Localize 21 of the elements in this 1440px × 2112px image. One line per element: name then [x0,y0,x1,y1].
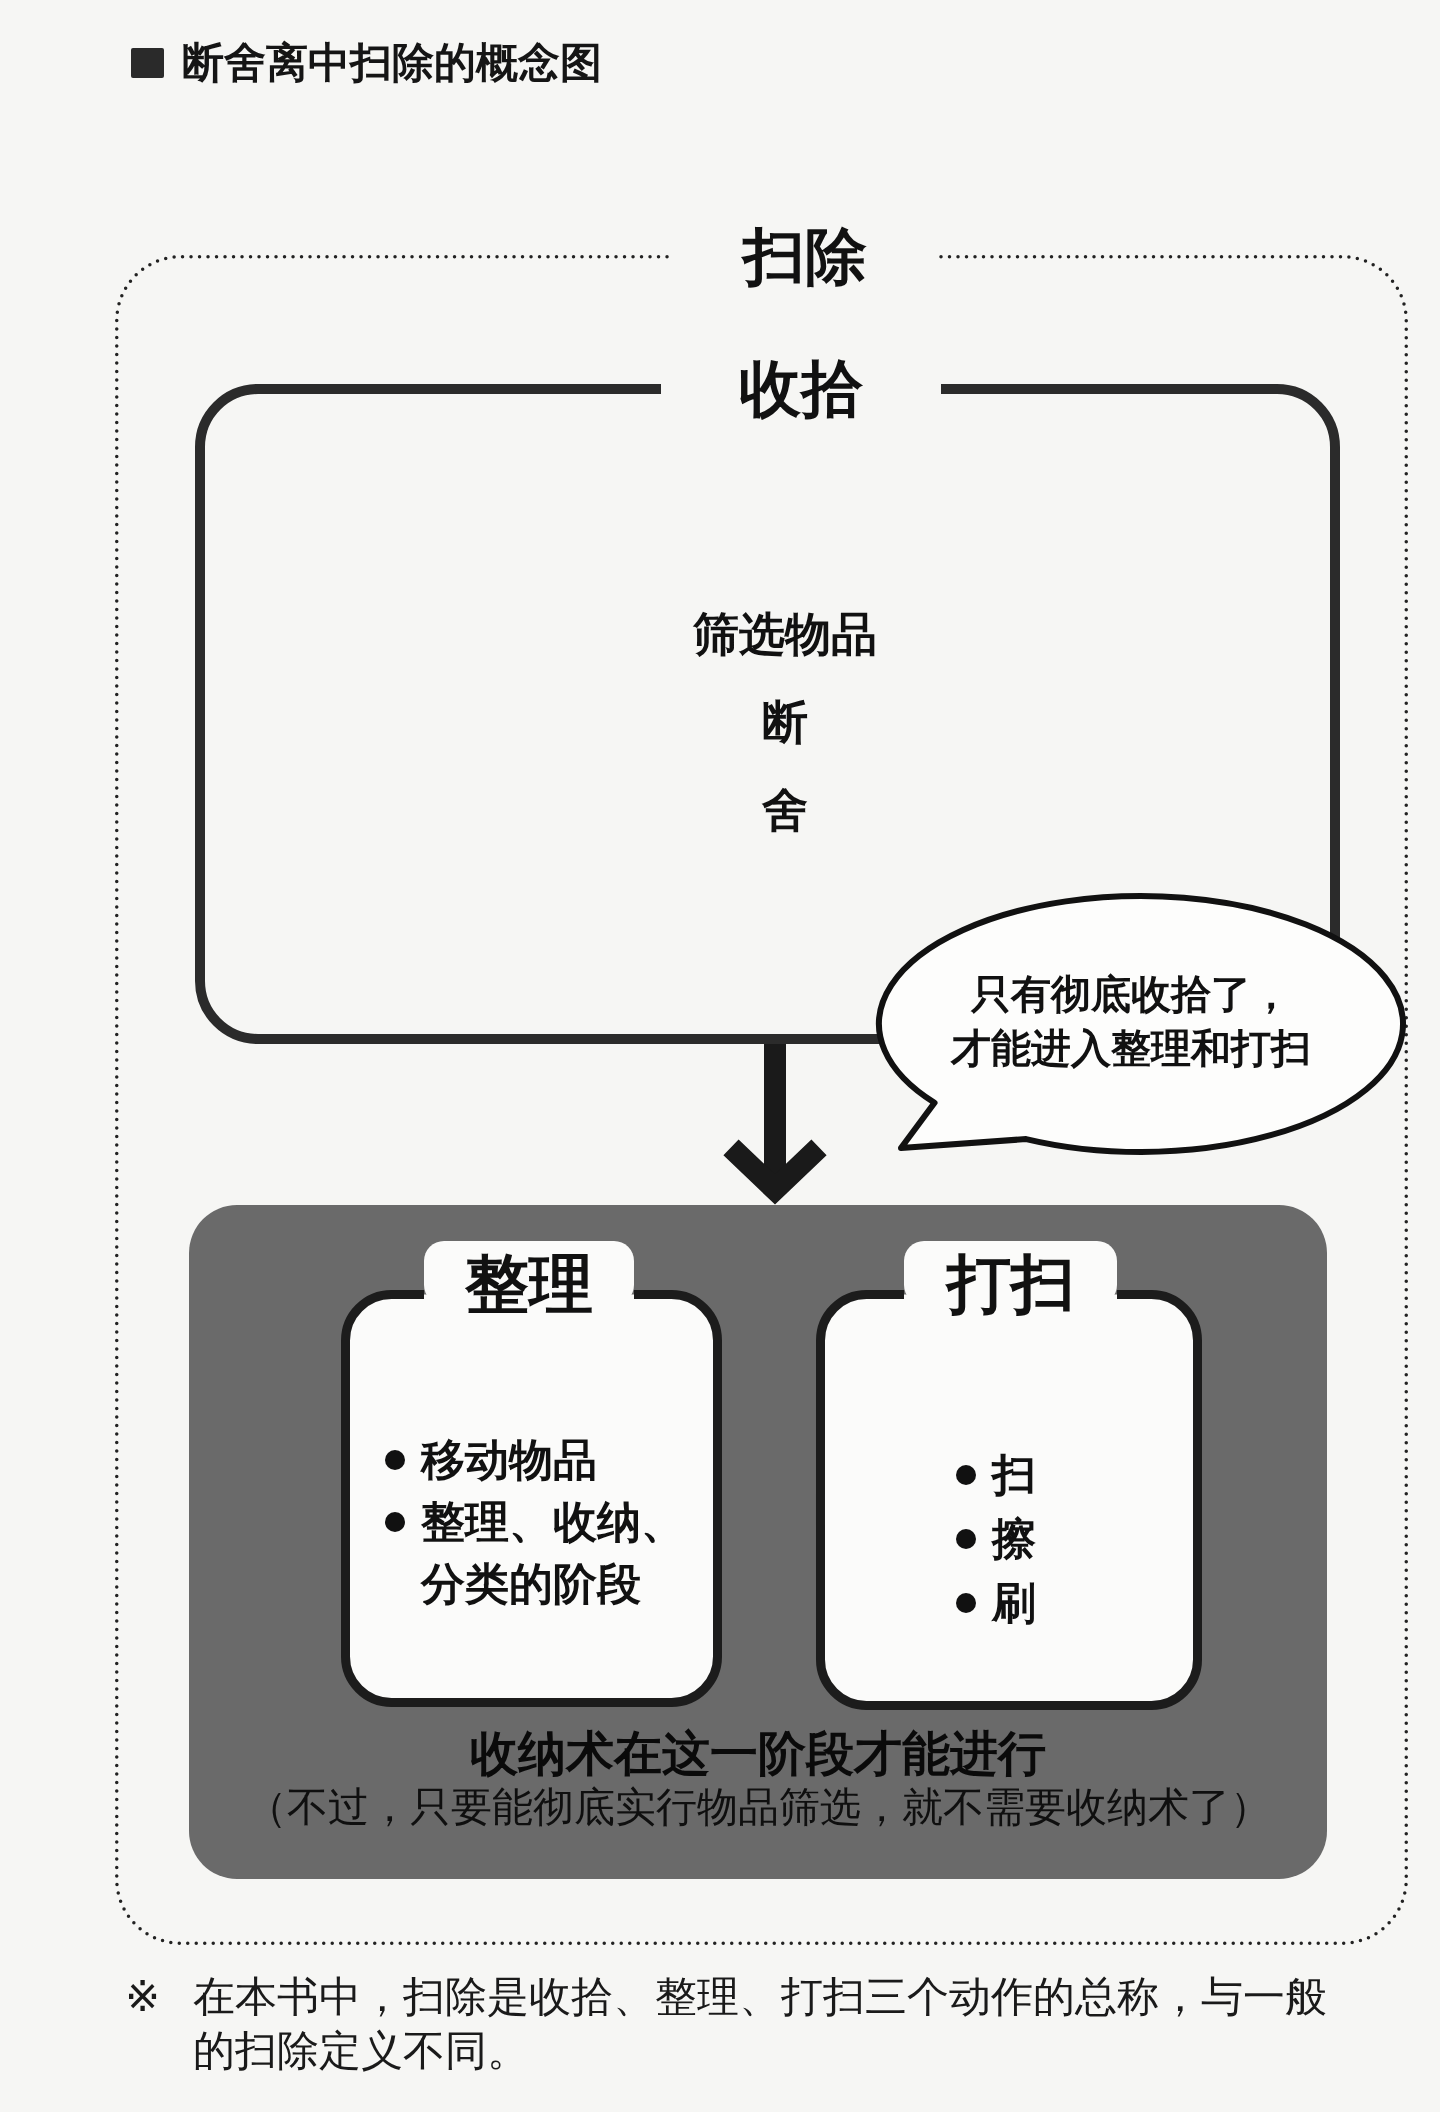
aside-note: （不过，只要能彻底实行物品筛选，就不需要收纳术了） [245,1782,1271,1832]
tabbed-card [816,1241,1202,1710]
page-title: 断舍离中扫除的概念图 [182,38,602,88]
frame-heading: 扫除 [743,219,867,295]
footnote-text: 在本书中，扫除是收拾、整理、打扫三个动作的总称，与一般的扫除定义不同。 [193,1971,1328,2077]
list-item: 刷 [992,1576,1036,1630]
list-item: 整理、收纳、分类的阶段 [421,1495,686,1611]
reference-mark: ※ [125,1971,161,2023]
list-item: 移动物品 [421,1433,598,1487]
list-item: 擦 [992,1512,1036,1566]
list-item: 扫 [992,1448,1036,1502]
frame-heading: 收拾 [739,351,863,427]
dark-panel [189,1205,1327,1879]
body-text: 舍 [762,782,808,838]
card-heading: 打扫 [946,1247,1075,1321]
card-heading: 整理 [465,1247,593,1321]
body-text: 断 [762,694,808,750]
body-text: 筛选物品 [693,606,877,662]
panel-note: 收纳术在这一阶段才能进行 [470,1724,1046,1782]
tabbed-card [341,1241,722,1707]
speech-text: 只有彻底收拾了，才能进入整理和打扫 [949,970,1312,1073]
